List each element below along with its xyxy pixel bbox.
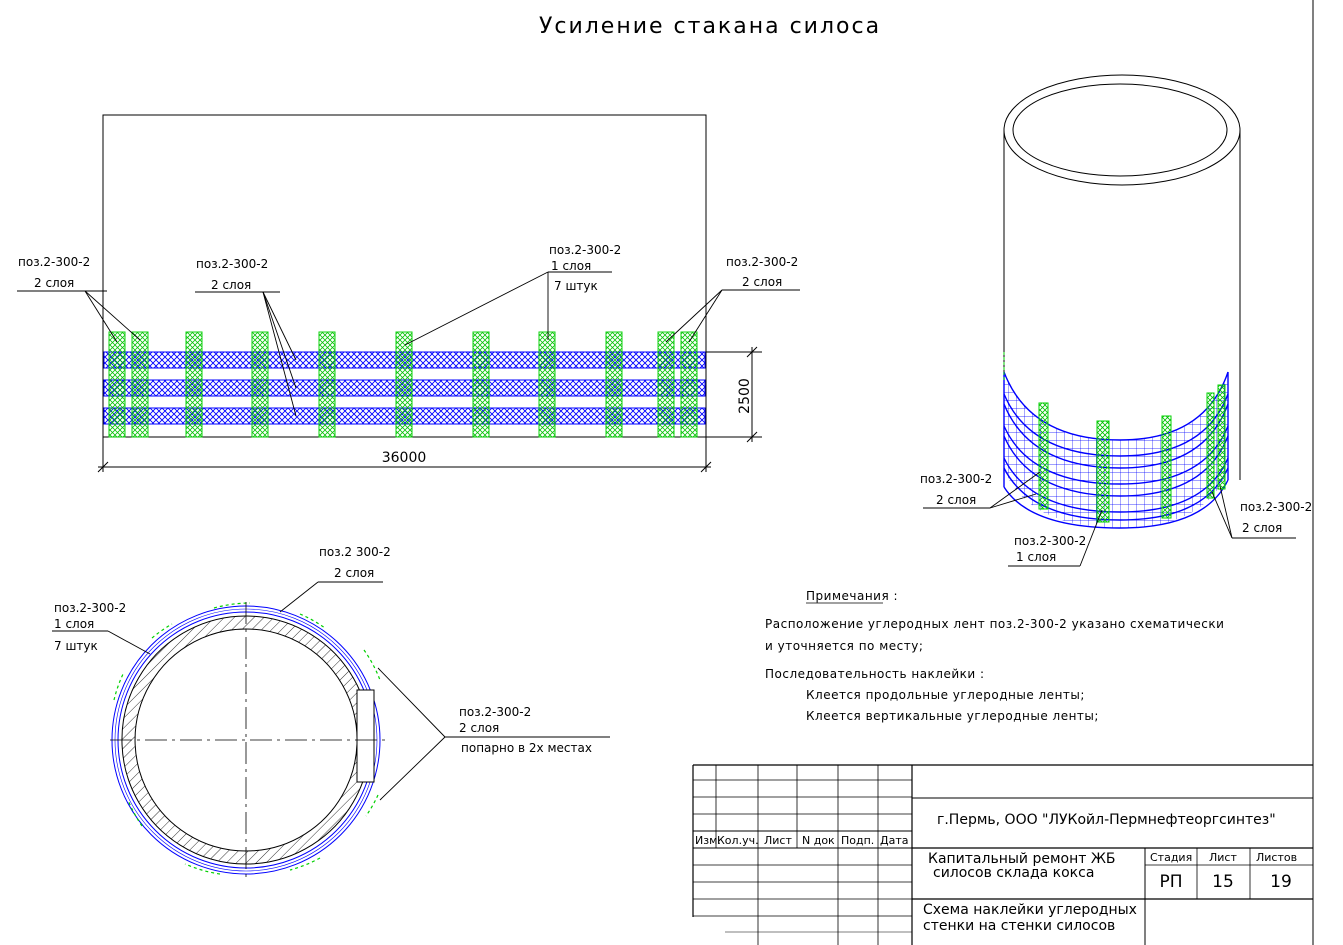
notes-line-3: Последовательность наклейки :	[765, 667, 985, 681]
elev-label-4-pos: поз.2-300-2	[726, 255, 798, 269]
stamp-sheet-title-line-2: стенки на стенки силосов	[923, 918, 1115, 934]
notes-line-1: Расположение углеродных лент поз.2-300-2…	[765, 617, 1224, 631]
vertical-strip	[131, 331, 149, 438]
vertical-strip	[680, 331, 698, 438]
stamp-header-izm: Изм.	[695, 834, 721, 847]
iso-strips	[1003, 352, 1226, 523]
stamp-headers: Изм. Кол.уч. Лист N док Подп. Дата	[695, 834, 908, 847]
elev-label-1-layers: 2 слоя	[34, 276, 74, 290]
plan-label-2-pos: поз.2-300-2	[54, 601, 126, 615]
iso-label-1-layers: 2 слоя	[936, 493, 976, 507]
plan-label-3-layers: 2 слоя	[459, 721, 499, 735]
title-block	[692, 764, 1313, 945]
plan-label-1-layers: 2 слоя	[334, 566, 374, 580]
iso-label-1-pos: поз.2-300-2	[920, 472, 992, 486]
vertical-strip	[185, 331, 203, 438]
stamp-sheets-value: 19	[1270, 872, 1292, 892]
plan-label-3-note: попарно в 2х местах	[461, 741, 592, 755]
notes-heading: Примечания :	[806, 589, 898, 603]
iso-label-3-pos: поз.2-300-2	[1240, 500, 1312, 514]
plan-label-2-layers: 1 слоя	[54, 617, 94, 631]
stamp-sheet-value: 15	[1212, 872, 1234, 892]
dimension-height	[706, 346, 762, 443]
stamp-col-sheet: Лист	[1209, 851, 1237, 864]
vertical-strip	[251, 331, 269, 438]
elevation-leaders	[17, 271, 800, 417]
plan-strips	[113, 602, 381, 875]
iso-strip	[1038, 402, 1049, 510]
vertical-strip	[108, 331, 126, 438]
plan-wall	[121, 615, 371, 865]
stamp-col-stage: Стадия	[1150, 851, 1192, 864]
elev-label-2-pos: поз.2-300-2	[196, 257, 268, 271]
dimension-height-label: 2500	[737, 378, 753, 414]
stamp-header-list: Лист	[764, 834, 792, 847]
plan-centerlines	[110, 602, 385, 880]
elev-label-1-pos: поз.2-300-2	[18, 255, 90, 269]
elev-label-2-layers: 2 слоя	[211, 278, 251, 292]
stamp-header-kolich: Кол.уч.	[717, 834, 759, 847]
iso-label-2-pos: поз.2-300-2	[1014, 534, 1086, 548]
elevation-view: 2500 36000 поз.2-300-2 2 слоя	[17, 114, 800, 473]
iso-strip	[1161, 415, 1172, 519]
stamp-sheet-title-line-1: Схема наклейки углеродных	[923, 902, 1137, 918]
drawing-title: Усиление стакана силоса	[539, 14, 881, 39]
notes: Примечания : Расположение углеродных лен…	[765, 589, 1224, 723]
elev-label-3-pos: поз.2-300-2	[549, 243, 621, 257]
elev-label-3-layers: 1 слоя	[551, 259, 591, 273]
dimension-length	[97, 437, 712, 473]
dimension-length-label: 36000	[382, 450, 427, 466]
plan-flat	[356, 689, 375, 783]
notes-line-4: Клеется продольные углеродные ленты;	[806, 688, 1085, 702]
vertical-strip	[318, 331, 336, 438]
notes-line-5: Клеется вертикальные углеродные ленты;	[806, 709, 1099, 723]
plan-view: поз.2 300-2 2 слоя поз.2-300-2 1 слоя 7 …	[52, 545, 610, 880]
iso-top-inner	[1012, 83, 1228, 177]
iso-strip	[1206, 392, 1215, 499]
stamp-project-line-2: силосов склада кокса	[933, 865, 1094, 881]
vertical-strips	[108, 331, 698, 438]
elev-label-3-count: 7 штук	[554, 279, 598, 293]
iso-leaders	[923, 471, 1296, 567]
vertical-strip	[657, 331, 675, 438]
elev-label-4-layers: 2 слоя	[742, 275, 782, 289]
plan-label-1-pos: поз.2 300-2	[319, 545, 391, 559]
iso-label-2-layers: 1 слоя	[1016, 550, 1056, 564]
plan-label-2-count: 7 штук	[54, 639, 98, 653]
vertical-strip	[472, 331, 490, 438]
plan-leaders	[52, 581, 610, 801]
stamp-header-data: Дата	[880, 834, 908, 847]
notes-line-2: и уточняется по месту;	[765, 639, 923, 653]
stamp-stage-value: РП	[1159, 872, 1182, 892]
vertical-strip	[538, 331, 556, 438]
iso-view: поз.2-300-2 2 слоя поз.2-300-2 1 слоя по…	[920, 74, 1312, 567]
stamp-header-podp: Подп.	[841, 834, 874, 847]
iso-strip	[1096, 420, 1110, 523]
vertical-strip	[605, 331, 623, 438]
stamp-project-line-1: Капитальный ремонт ЖБ	[928, 851, 1116, 867]
vertical-strip	[395, 331, 413, 438]
stamp-col-sheets: Листов	[1256, 851, 1297, 864]
iso-label-3-layers: 2 слоя	[1242, 521, 1282, 535]
stamp-organization: г.Пермь, ООО "ЛУКойл-Пермнефтеоргсинтез"	[937, 812, 1276, 828]
plan-label-3-pos: поз.2-300-2	[459, 705, 531, 719]
stamp-header-ndok: N док	[802, 834, 835, 847]
iso-strip	[1217, 384, 1226, 490]
